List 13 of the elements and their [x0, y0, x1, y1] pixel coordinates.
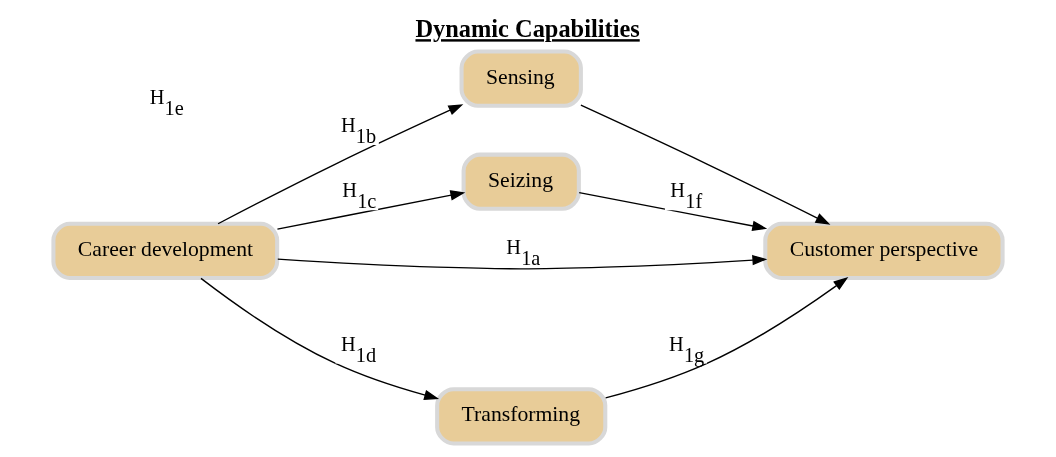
node-box: Career development	[51, 221, 280, 281]
arrow	[580, 104, 831, 225]
diagram-title: Dynamic Capabilities	[415, 15, 640, 43]
arrow	[200, 277, 440, 401]
node-box: Transforming	[435, 387, 608, 446]
arrow	[578, 191, 768, 232]
arrow	[217, 104, 464, 225]
node-box: Seizing	[461, 152, 581, 211]
arrow	[277, 254, 768, 270]
node-box: Customer perspective	[763, 221, 1005, 281]
node-box: Sensing	[459, 49, 583, 108]
arrow	[276, 190, 466, 230]
arrow	[604, 277, 849, 399]
